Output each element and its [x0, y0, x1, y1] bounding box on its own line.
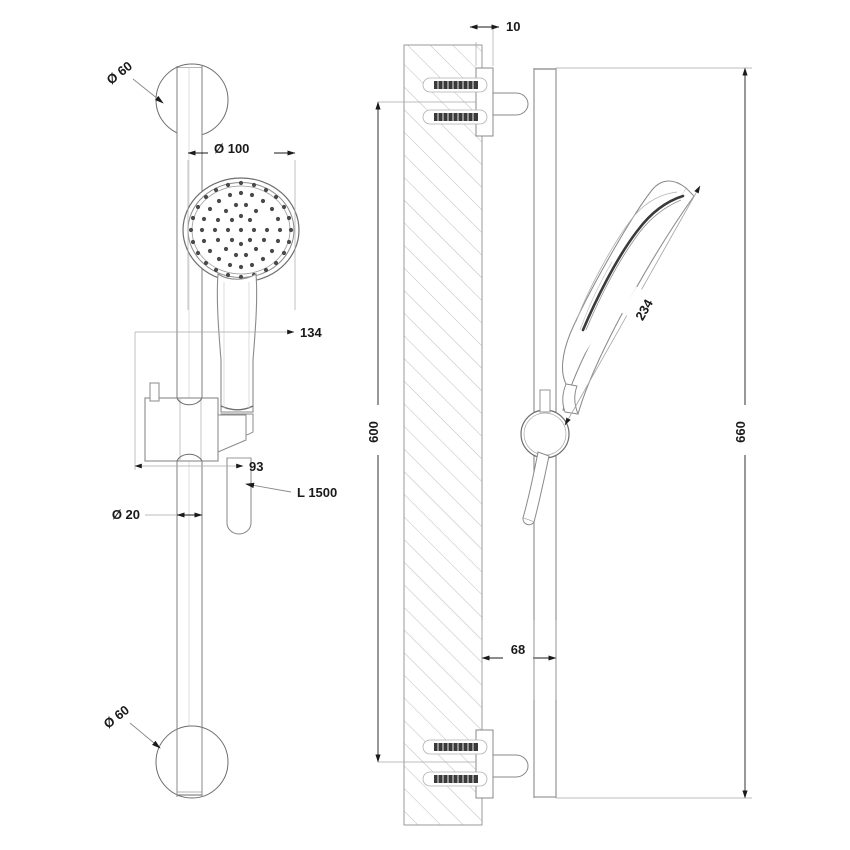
dim-bottom-rosette-dia: Ø 60: [101, 702, 161, 749]
dim-handset-length: 234: [564, 185, 701, 426]
dim-label-93: 93: [249, 459, 263, 474]
shower-hose-front: [226, 457, 252, 535]
handshower-side: [561, 180, 695, 415]
slider-bracket-side: [520, 389, 570, 459]
wall-anchor-bottom-2: [422, 771, 488, 787]
handshower-handle-front: [216, 273, 258, 437]
dim-label-top-dia: Ø 60: [104, 58, 135, 87]
dim-label-hose-length: L 1500: [297, 485, 337, 500]
wall-section: [403, 44, 483, 826]
bottom-wall-bracket: [422, 729, 529, 799]
front-elevation-view: Ø 60 Ø 100 134 93 Ø 20: [101, 58, 337, 799]
dim-label-134: 134: [300, 325, 322, 340]
shower-hose-side: [522, 451, 550, 526]
dim-overall-height: 660: [556, 67, 752, 799]
dim-bracket-spacing: 600: [366, 101, 476, 763]
slider-bracket: [144, 382, 247, 462]
wall-anchor-top-2: [422, 109, 488, 125]
side-section-view: 10 600 660 234: [366, 19, 752, 826]
wall-anchor-top: [422, 77, 488, 93]
dim-label-10: 10: [506, 19, 520, 34]
dim-label-600: 600: [366, 421, 381, 443]
top-wall-bracket: [422, 67, 529, 137]
dim-hose-length: L 1500: [245, 482, 337, 500]
dim-label-68: 68: [511, 642, 525, 657]
dim-head-dia: Ø 100: [187, 141, 296, 310]
bottom-rosette: [155, 725, 229, 799]
handshower-head-front: [182, 177, 300, 283]
dim-bracket-offset: 93: [134, 459, 263, 474]
dim-label-bottom-dia: Ø 60: [101, 702, 132, 731]
dim-label-head-dia: Ø 100: [214, 141, 249, 156]
dim-top-rosette-dia: Ø 60: [104, 58, 164, 104]
dim-rail-dia: Ø 20: [112, 507, 203, 522]
dim-head-offset: 134: [134, 325, 322, 470]
dim-plate-thickness: 10: [469, 19, 520, 66]
dim-label-rail-dia: Ø 20: [112, 507, 140, 522]
dim-label-660: 660: [733, 421, 748, 443]
wall-anchor-bottom: [422, 739, 488, 755]
spray-nozzles: [188, 180, 294, 280]
dim-projection: 68: [481, 620, 557, 700]
